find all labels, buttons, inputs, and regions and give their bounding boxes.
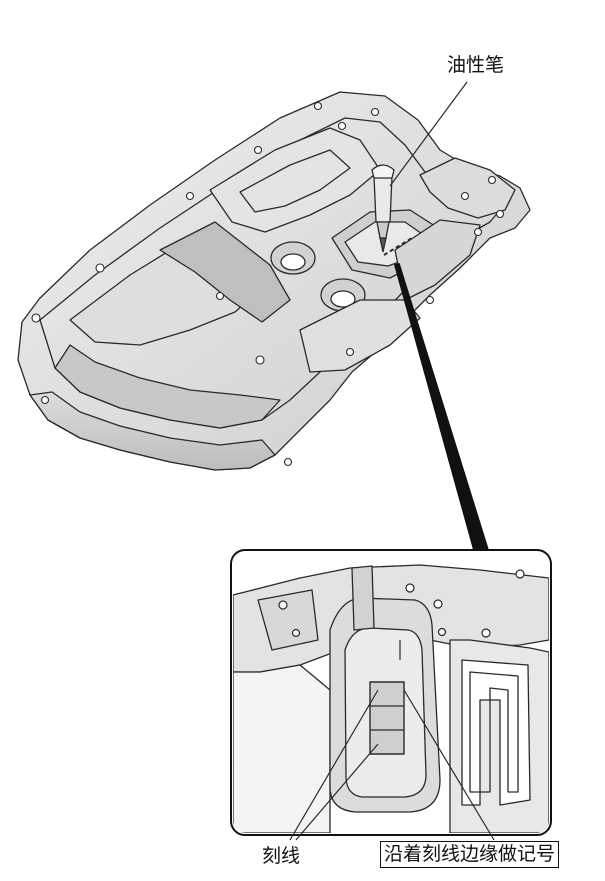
label-scribe-line: 刻线 — [262, 845, 301, 867]
leader-mark-edge — [403, 689, 495, 841]
scribe-marks-main — [383, 237, 413, 256]
label-mark-along-edge: 沿着刻线边缘做记号 — [380, 841, 560, 868]
leader-oil-pen — [389, 81, 468, 187]
bolt-holes-inset — [278, 569, 525, 638]
bolt-holes-main — [31, 101, 505, 467]
oil-pen-marker — [371, 164, 395, 253]
engine-undercover-panel — [17, 91, 531, 471]
zoom-leaders — [394, 263, 490, 551]
detail-inset — [230, 549, 552, 836]
leader-scribe-lines — [289, 689, 379, 841]
label-oil-pen: 油性笔 — [447, 54, 505, 76]
